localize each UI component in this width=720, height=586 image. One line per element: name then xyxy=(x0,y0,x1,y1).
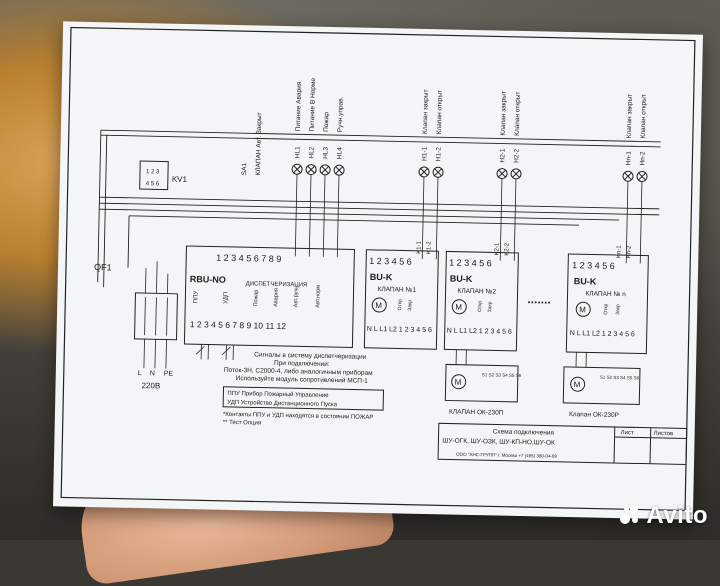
bun-motor: M xyxy=(579,305,586,314)
rbu-contact-auto-manual: Авт.ручн xyxy=(293,286,299,308)
avito-watermark: Avito xyxy=(620,502,708,530)
bu2-contact-close: Закр xyxy=(487,301,493,312)
actuatorn-motor: M xyxy=(574,380,581,389)
bun-top-terms: 1 2 3 4 5 6 xyxy=(572,260,615,271)
bun-title: BU-K xyxy=(574,276,597,286)
rbu-title: RBU-NO xyxy=(190,274,226,285)
bun-bottom-terms: N L L1 L2 1 2 3 4 5 6 xyxy=(570,330,635,338)
mode-label: КЛАПАН Авт. Закрыт xyxy=(255,112,263,175)
lamp-text-hl3: Пожар xyxy=(323,112,330,132)
rbu-input-udp: УДП xyxy=(223,292,229,304)
main-lamps xyxy=(292,164,344,175)
avito-logo-icon xyxy=(620,506,642,528)
supply-term-pe: PE xyxy=(164,371,174,378)
relayn-label-2: Kn-2 xyxy=(626,245,632,258)
valvn-lamp-label-1: Hn-1 xyxy=(625,151,632,166)
bu1-contact-close: Закр xyxy=(407,300,413,311)
valve2-lamp-label-2: H2-2 xyxy=(513,148,520,163)
title-caption: Схема подключения xyxy=(493,428,555,436)
bu-module-2: 1 2 3 4 5 6 BU-K КЛАПАН №2 M Откр Закр N… xyxy=(444,251,518,350)
bu1-contact-open: Откр xyxy=(397,299,403,310)
legend-ppu: ППУ Прибор Пожарный Управление xyxy=(227,390,329,399)
bu1-bottom-terms: N L L1 L2 1 2 3 4 5 6 xyxy=(367,326,432,334)
supply-term-n: N xyxy=(150,370,155,377)
breaker-label: QF1 xyxy=(94,262,112,272)
lamp-text-hl1: Питание Авария xyxy=(295,81,303,131)
actuatorn-label: Клапан ОК-230Р xyxy=(569,411,619,419)
svg-text:4 5 6: 4 5 6 xyxy=(146,181,160,187)
bu1-sub: КЛАПАН №1 xyxy=(378,286,417,294)
avito-text: Avito xyxy=(646,502,708,529)
lamp-text-hl4: Ручн.управ. xyxy=(337,96,345,132)
rbu-contact-fire: Пожар xyxy=(253,290,259,307)
valve1-lamp-label-1: H1-1 xyxy=(421,146,428,161)
bu-module-n: 1 2 3 4 5 6 BU-K КЛАПАН № n M Откр Закр … xyxy=(566,254,648,354)
relay2-label-1: K2-1 xyxy=(494,242,500,255)
bu2-top-terms: 1 2 3 4 5 6 xyxy=(449,257,492,268)
title-sheets: Листов xyxy=(654,431,674,437)
bu2-sub: КЛАПАН №2 xyxy=(458,288,497,296)
relay1-label-2: K1-2 xyxy=(426,241,432,254)
bu2-motor: M xyxy=(455,303,462,312)
schematic-sheet: 1 2 3 4 5 6 KV1 QF1 L N PE 220В SA1 КЛАП… xyxy=(53,21,703,519)
valvn-lamp-text-2: Клапан открыт xyxy=(640,94,648,138)
title-block: Схема подключения ШУ-ОГК, ШУ-ОЗК, ШУ-КП-… xyxy=(438,423,687,464)
relay2-label-2: K2-2 xyxy=(504,242,510,255)
bun-sub: КЛАПАН № n xyxy=(585,290,626,298)
switch-label: SA1 xyxy=(241,162,248,175)
bu-module-1: 1 2 3 4 5 6 BU-K КЛАПАН №1 M Откр Закр N… xyxy=(364,250,438,349)
title-sheet: Лист xyxy=(621,430,634,436)
valve1-lamp-label-2: H1-2 xyxy=(435,147,442,162)
lamp-label-hl3: HL3 xyxy=(322,147,329,159)
rbu-input-ppu: ППУ xyxy=(193,291,199,304)
footnote-2: ** Тест Опция xyxy=(223,420,261,427)
svg-text:1 2 3: 1 2 3 xyxy=(146,169,160,175)
actuator1-terms: S1 S2 S3 S4 S5 S6 xyxy=(482,372,522,378)
note-1: Сигналы в систему диспетчеризации xyxy=(254,351,367,360)
supply-label: 220В xyxy=(141,381,160,390)
lamp-label-hl2: HL2 xyxy=(308,146,315,158)
valve1-lamp-text-2: Клапан открыт xyxy=(436,90,444,134)
rbu-contact-auto-norm: Авт.норм xyxy=(315,285,321,308)
valve2-lamp-label-1: H2-1 xyxy=(499,148,506,163)
valvn-lamp-text-1: Клапан закрыт xyxy=(626,94,634,139)
actuator1-label: КЛАПАН ОК-230П xyxy=(449,409,504,417)
lamp-text-hl2: Питание В Норме xyxy=(309,78,317,132)
relay-label: KV1 xyxy=(172,175,188,184)
bu2-contact-open: Откр xyxy=(477,301,483,312)
bun-contact-close: Закр xyxy=(615,304,621,315)
title-models: ШУ-ОГК, ШУ-ОЗК, ШУ-КП-НО,ШУ-ОК xyxy=(442,437,555,446)
modules-ellipsis: ....... xyxy=(527,292,551,306)
valve2-lamp-text-2: Клапан открыт xyxy=(514,92,522,136)
rbu-bottom-terms: 1 2 3 4 5 6 7 8 9 10 11 12 xyxy=(190,319,287,331)
lamp-label-hl1: HL1 xyxy=(294,146,301,158)
supply-term-l: L xyxy=(138,370,142,377)
lamp-label-hl4: HL4 xyxy=(336,147,343,159)
bun-contact-open: Откр xyxy=(603,303,609,314)
valve1-lamp-text-1: Клапан закрыт xyxy=(422,89,430,134)
rbu-contact-fault: Авария xyxy=(273,288,279,307)
title-company: ООО "АНС-ГРУПП" г. Москва +7 (495) 380-0… xyxy=(456,452,557,459)
valve-lamps xyxy=(419,167,647,182)
actuatorn-terms: S1 S2 S3 S4 S5 S6 xyxy=(600,375,640,381)
valve2-lamp-text-1: Клапан закрыт xyxy=(500,91,508,136)
bu1-title: BU-K xyxy=(370,272,393,282)
rbu-top-terms: 1 2 3 4 5 6 7 8 9 xyxy=(216,253,281,264)
bu2-title: BU-K xyxy=(450,274,473,284)
relay1-label-1: K1-1 xyxy=(416,240,422,253)
bu1-top-terms: 1 2 3 4 5 6 xyxy=(369,256,412,267)
wiring-diagram: 1 2 3 4 5 6 KV1 QF1 L N PE 220В SA1 КЛАП… xyxy=(53,21,703,519)
actuator1-motor: M xyxy=(455,378,462,387)
relayn-label-1: Kn-1 xyxy=(616,245,622,258)
bu2-bottom-terms: N L L1 L2 1 2 3 4 5 6 xyxy=(447,327,512,335)
note-2: При подключении: xyxy=(274,360,330,368)
bu1-motor: M xyxy=(375,301,382,310)
valvn-lamp-label-2: Hn-2 xyxy=(639,151,646,166)
